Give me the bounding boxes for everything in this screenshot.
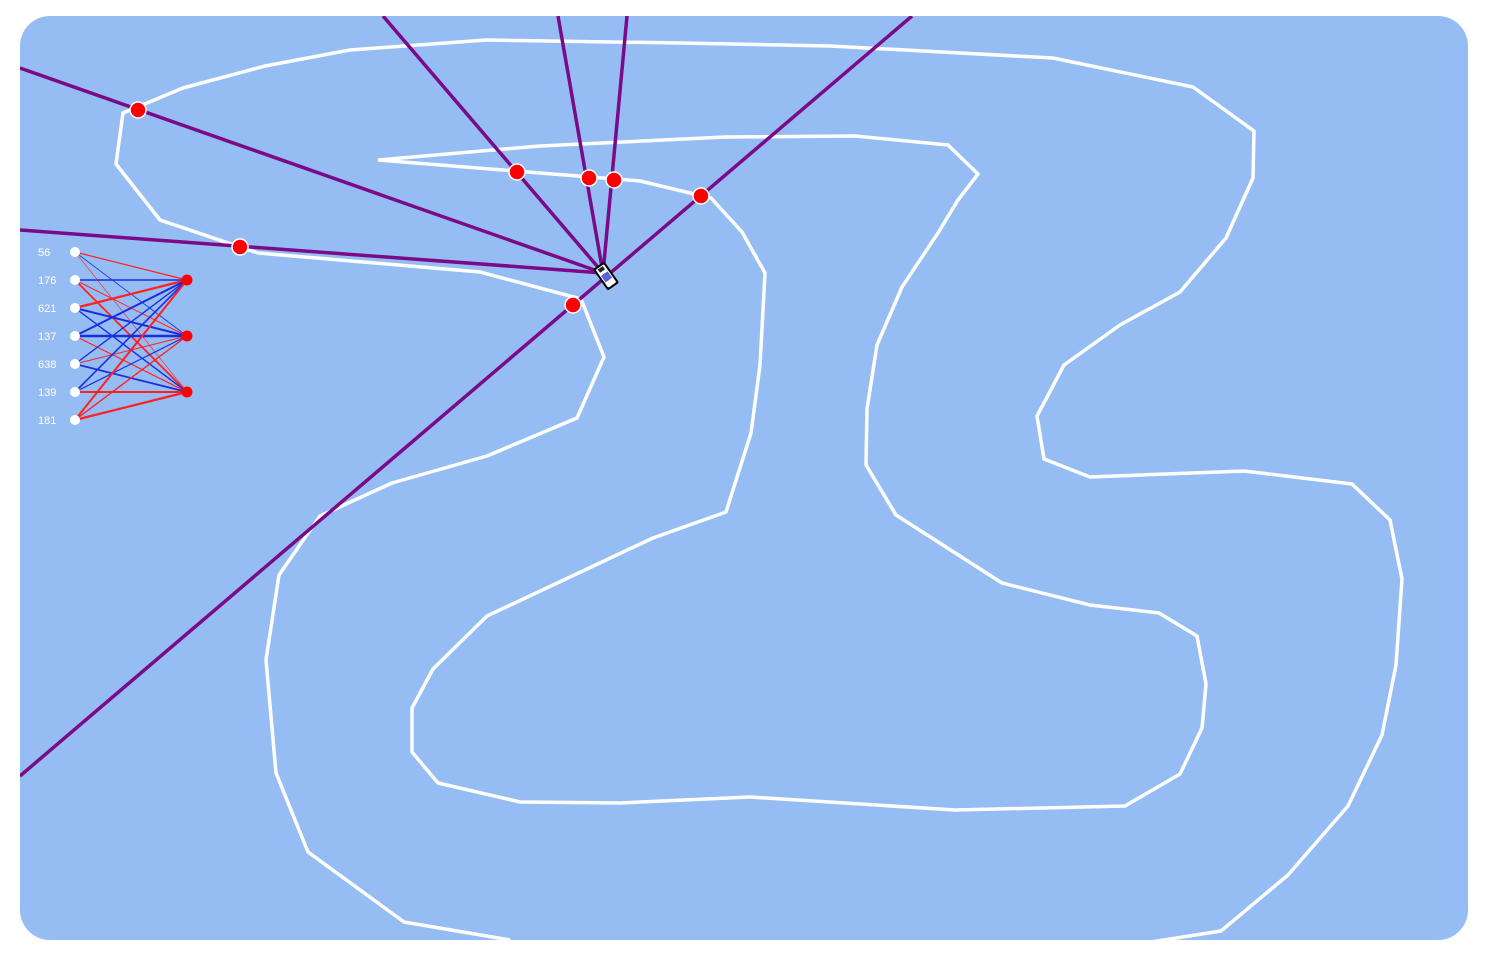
sensor-hit-marker xyxy=(605,171,623,189)
nn-output-node xyxy=(181,274,193,286)
nn-connection xyxy=(74,335,188,421)
nn-input-value: 137 xyxy=(38,331,56,343)
sensor-ray-front-2 xyxy=(556,16,605,274)
nn-input-value: 638 xyxy=(38,359,56,371)
background xyxy=(20,16,1468,940)
nn-output-node xyxy=(181,386,193,398)
sensor-ray-left xyxy=(20,228,604,275)
sensor-hit-marker xyxy=(692,187,710,205)
sensor-rays xyxy=(20,16,914,778)
sensor-ray-front-left xyxy=(20,66,604,275)
nn-connection xyxy=(74,335,188,393)
nn-output-node xyxy=(181,330,193,342)
nn-connection xyxy=(74,251,188,281)
nn-input-value: 176 xyxy=(38,275,56,287)
sensor-ray-front-3 xyxy=(601,16,629,274)
nn-input-value: 621 xyxy=(38,303,56,315)
sensor-hits xyxy=(129,101,710,314)
nn-input-node xyxy=(70,247,80,257)
sensor-hit-marker xyxy=(231,238,249,256)
nn-connection xyxy=(74,390,188,422)
nn-input-node xyxy=(70,275,80,285)
track-outer-boundary xyxy=(114,38,1404,940)
nn-input-node xyxy=(70,303,80,313)
car-icon xyxy=(593,262,619,290)
sensor-ray-front-1 xyxy=(381,16,605,275)
sensor-hit-marker xyxy=(580,169,598,187)
sensor-hit-marker xyxy=(564,296,582,314)
sensor-hit-marker xyxy=(129,101,147,119)
nn-input-value: 139 xyxy=(38,387,56,399)
nn-input-node xyxy=(70,331,80,341)
sensor-ray-diagonal xyxy=(20,16,914,778)
game-scene: 56 176 621 137 638 139 181 xyxy=(20,16,1468,940)
nn-connection xyxy=(74,279,188,393)
sensor-hit-marker xyxy=(508,163,526,181)
game-canvas: 56 176 621 137 638 139 181 xyxy=(20,16,1468,940)
nn-input-node xyxy=(70,359,80,369)
track-inner-boundary xyxy=(377,134,1208,812)
nn-connection xyxy=(74,279,188,365)
nn-connection xyxy=(74,279,188,337)
nn-input-value: 181 xyxy=(38,415,56,427)
nn-connection xyxy=(74,279,188,421)
neural-network-display: 56 176 621 137 638 139 181 xyxy=(38,247,193,427)
nn-connection xyxy=(74,278,188,310)
nn-input-node xyxy=(70,387,80,397)
nn-input-value: 56 xyxy=(38,247,50,259)
nn-input-node xyxy=(70,415,80,425)
